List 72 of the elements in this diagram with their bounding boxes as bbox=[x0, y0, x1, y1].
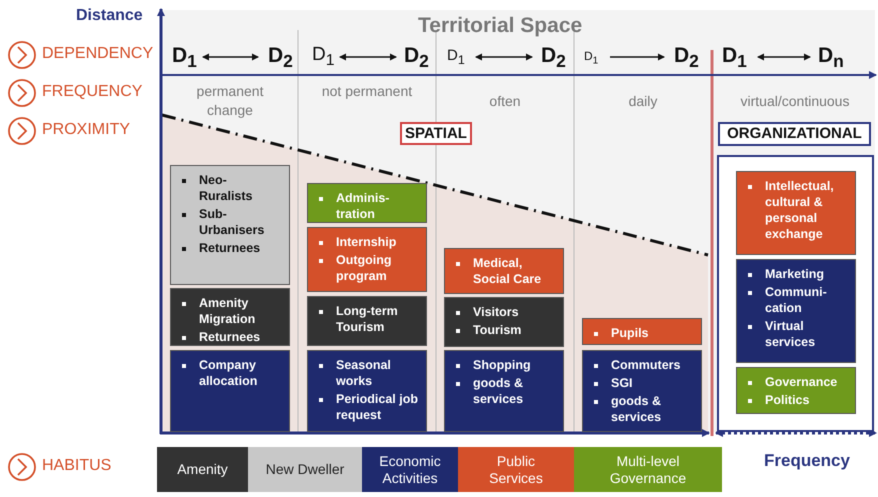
list-item: Shopping bbox=[451, 357, 557, 373]
list-item: Communi- cation bbox=[743, 284, 849, 316]
end-label: D$_{1}$ bbox=[172, 44, 197, 72]
end-label: D$_{2}$ bbox=[404, 44, 429, 72]
list-item: Company allocation bbox=[177, 357, 283, 389]
category-box bbox=[736, 171, 856, 255]
category-box bbox=[307, 350, 427, 432]
legend-label: Amenity bbox=[177, 461, 228, 478]
category-box bbox=[170, 288, 290, 346]
list-item: Seasonal works bbox=[314, 357, 420, 389]
column-header: virtual/continuous bbox=[740, 92, 850, 111]
list-item: Adminis- tration bbox=[314, 190, 420, 222]
column-header: often bbox=[488, 92, 522, 111]
legend-label: New Dweller bbox=[266, 461, 344, 478]
axis-label: Frequency bbox=[764, 451, 850, 471]
end-label: D$_{1}$ bbox=[722, 44, 747, 72]
end-label: D$_{2}$ bbox=[268, 44, 293, 72]
category-box bbox=[736, 367, 856, 414]
category-box bbox=[582, 350, 702, 432]
category-box bbox=[444, 248, 564, 294]
category-label: DEPENDENCY bbox=[42, 45, 154, 63]
list-item: Returnees bbox=[177, 329, 283, 345]
column-header: daily bbox=[628, 92, 658, 111]
list-item: Pupils bbox=[589, 325, 695, 341]
list-item: goods & services bbox=[589, 393, 695, 425]
list-item: Marketing bbox=[743, 266, 849, 282]
list-item: Internship bbox=[314, 234, 420, 250]
end-label: D$_{1}$ bbox=[447, 47, 465, 67]
list-item: Returnees bbox=[177, 240, 283, 256]
legend-label: Public Services bbox=[488, 452, 544, 486]
end-label: D$_{2}$ bbox=[541, 44, 566, 72]
end-label: D$_{1}$ bbox=[584, 49, 598, 66]
category-box bbox=[170, 165, 290, 285]
axis-label: Distance bbox=[76, 7, 143, 25]
end-label: D$_{2}$ bbox=[674, 44, 699, 72]
list-item: Long-term Tourism bbox=[314, 303, 420, 335]
column-header: permanent change bbox=[196, 82, 264, 120]
category-label: FREQUENCY bbox=[42, 83, 142, 101]
section-title: Territorial Space bbox=[418, 14, 582, 38]
category-label: HABITUS bbox=[42, 457, 112, 475]
category-box bbox=[170, 350, 290, 432]
category-box bbox=[444, 350, 564, 432]
list-item: Outgoing program bbox=[314, 252, 420, 284]
list-item: Amenity Migration bbox=[177, 295, 283, 327]
category-box bbox=[307, 183, 427, 223]
list-item: Tourism bbox=[451, 322, 557, 338]
section-tag: SPATIAL bbox=[400, 122, 472, 145]
category-box bbox=[444, 297, 564, 347]
list-item: Periodical job request bbox=[314, 391, 420, 423]
end-label: D$_{1}$ bbox=[312, 44, 335, 70]
list-item: Politics bbox=[743, 392, 849, 408]
end-label: D$_{n}$ bbox=[818, 44, 844, 72]
group-frame bbox=[717, 155, 874, 432]
list-item: Intellectual, cultural & personal exchange bbox=[743, 178, 849, 242]
section-tag: ORGANIZATIONAL bbox=[718, 122, 871, 146]
category-box bbox=[582, 318, 702, 345]
category-box bbox=[307, 227, 427, 292]
list-item: Neo- Ruralists bbox=[177, 172, 283, 204]
list-item: goods & services bbox=[451, 375, 557, 407]
list-item: Sub- Urbanisers bbox=[177, 206, 283, 238]
list-item: Commuters bbox=[589, 357, 695, 373]
category-label: PROXIMITY bbox=[42, 121, 130, 139]
list-item: Medical, Social Care bbox=[451, 255, 557, 287]
list-item: Visitors bbox=[451, 304, 557, 320]
list-item: Governance bbox=[743, 374, 849, 390]
category-box bbox=[736, 259, 856, 363]
column-header: not permanent bbox=[320, 82, 414, 101]
category-box bbox=[307, 296, 427, 346]
list-item: SGI bbox=[589, 375, 695, 391]
legend-label: Economic Activities bbox=[378, 452, 442, 486]
legend-label: Multi-level Governance bbox=[608, 452, 688, 486]
list-item: Virtual services bbox=[743, 318, 849, 350]
